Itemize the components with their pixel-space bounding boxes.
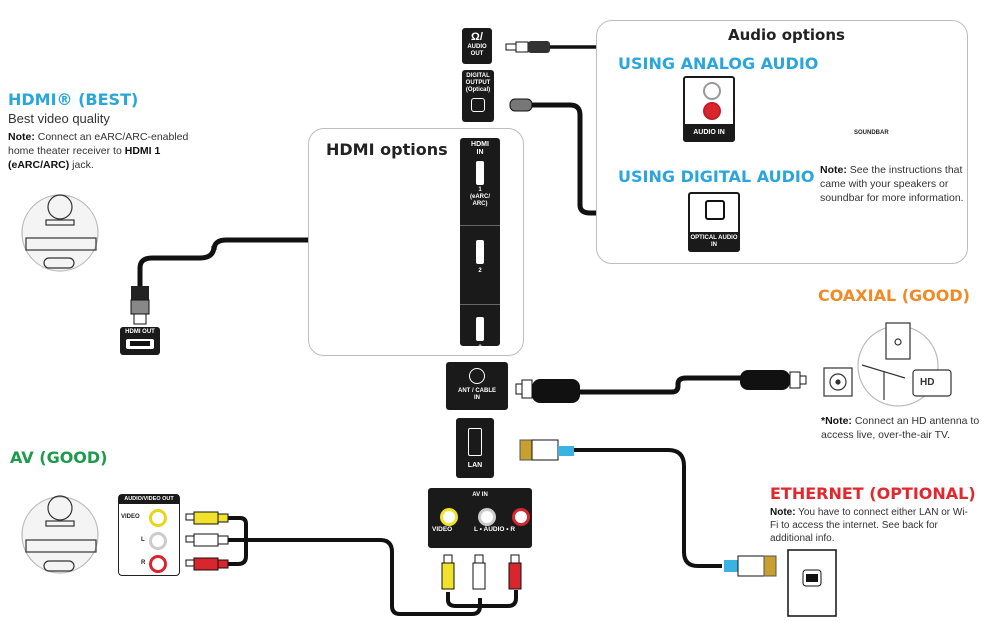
audio-options-note: Note: See the instructions that came wit… [820,163,968,205]
optical-icon [471,98,485,112]
hdmi-out-label: HDMI OUT [125,329,155,335]
ethernet-section-title: ETHERNET (OPTIONAL) [770,484,976,503]
av-in-label: AV IN [472,492,488,498]
audio-l-out-jack[interactable] [149,532,167,550]
audio-l-label: L [141,537,145,543]
source-devices-icon-hdmi [21,194,99,272]
hdmi-port-3[interactable]: 3 [460,317,500,377]
headphone-icon: Ω/ [471,31,483,43]
hdmi-out-port: HDMI OUT [120,327,160,355]
av-cable [228,516,518,616]
hdmi-port-2[interactable]: 2 [460,240,500,305]
ant-cable-in-label: ANT / CABLE IN [458,388,496,401]
hdmi-section-note: Note: Connect an eARC/ARC-enabled home t… [8,130,208,172]
digital-output-port[interactable]: DIGITAL OUTPUT (Optical) [462,70,494,122]
video-in-label: VIDEO [432,526,453,533]
coax-jack-icon [469,368,485,384]
audio-r-label: R [141,560,146,566]
audio-out-label: AUDIO OUT [467,44,487,57]
hdmi-options-title: HDMI options [326,140,448,159]
audio-r-out-jack[interactable] [149,555,167,573]
hdmi-in-label: HDMI IN [471,141,489,156]
ethernet-cable [572,448,722,568]
av-in-panel: AV IN VIDEO L • AUDIO • R [428,488,532,548]
lan-port[interactable]: LAN [456,418,494,478]
ethernet-note: Note: You have to connect either LAN or … [770,506,970,545]
video-out-jack[interactable] [149,509,167,527]
coaxial-note: *Note: Connect an HD antenna to access l… [821,414,981,442]
note-label: Note: [770,507,796,518]
audio-out-port[interactable]: Ω/ AUDIO OUT [462,28,492,64]
hdmi-port-1[interactable]: 1 (eARC/ ARC) [460,161,500,226]
optical-audio-in-label: OPTICAL AUDIO IN [688,232,740,252]
source-devices-icon-av [21,495,99,574]
note-text: Connect an HD antenna to access live, ov… [821,415,980,441]
av-plugs-source [185,511,229,571]
audio-r-in-jack[interactable] [512,508,530,526]
video-in-jack[interactable] [440,508,458,526]
hdmi-port-number: 1 [478,187,482,193]
note-label: *Note: [821,415,852,427]
hdmi-cable [137,237,380,288]
ethernet-wall-plate [787,549,837,617]
note-tail: jack. [69,159,94,171]
note-label: Note: [820,164,847,176]
ant-cable-in-port[interactable]: ANT / CABLE IN [446,362,508,410]
hdmi-section-title: HDMI® (BEST) [8,90,139,109]
video-label: VIDEO [121,514,140,520]
hdmi-port-number: 2 [478,268,482,274]
analog-audio-in-port[interactable]: AUDIO IN [683,76,735,142]
note-text: You have to connect either LAN or Wi-Fi … [770,507,968,544]
antenna-icon [823,322,952,407]
audio-l-in-jack[interactable] [478,508,496,526]
digital-output-label: DIGITAL OUTPUT (Optical) [465,73,491,93]
audio-in-label: AUDIO IN [683,124,735,142]
lan-label: LAN [467,462,483,469]
coaxial-section-title: COAXIAL (GOOD) [818,286,970,305]
hdmi-port-sub: (eARC/ ARC) [469,194,490,207]
audio-in-label: L • AUDIO • R [474,526,516,533]
digital-audio-heading: USING DIGITAL AUDIO [618,167,815,186]
coaxial-cable [570,375,746,395]
hdmi-section-subtitle: Best video quality [8,111,110,126]
av-out-label: AUDIO/VIDEO OUT [119,495,179,504]
analog-audio-heading: USING ANALOG AUDIO [618,54,819,73]
av-plugs-tv [441,554,522,590]
audio-options-title: Audio options [728,26,845,44]
hd-antenna-badge: HD [920,377,935,388]
soundbar-label: SOUNDBAR [854,130,889,136]
hdmi-port-number: 3 [478,345,482,351]
av-out-panel: AUDIO/VIDEO OUT VIDEO L R [118,494,180,576]
note-text: See the instructions that came with your… [820,164,964,204]
optical-audio-in-port[interactable]: OPTICAL AUDIO IN [688,192,740,252]
optical-audio-cable [528,102,662,216]
note-strong: HDMI 1 (eARC/ARC) [8,145,161,171]
note-label: Note: [8,131,35,143]
hdmi-in-panel: HDMI IN 1 (eARC/ ARC) 2 3 [460,138,500,351]
lan-jack-icon [468,428,482,456]
av-section-title: AV (GOOD) [10,448,108,467]
audio-options-panel [596,20,968,264]
note-text: Connect an eARC/ARC-enabled home theater… [8,131,189,157]
